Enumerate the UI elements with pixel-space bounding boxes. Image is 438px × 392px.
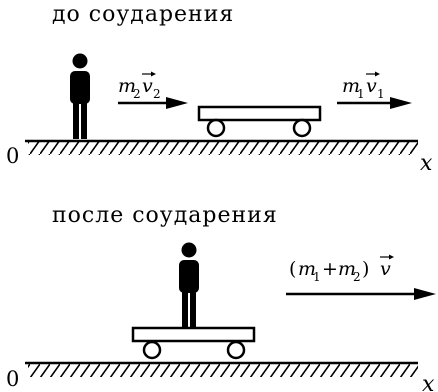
axis-x-label-before: x — [420, 151, 433, 176]
man-icon — [70, 53, 90, 139]
svg-text:m: m — [342, 75, 360, 97]
man-momentum-label: m 2 v 2 — [118, 71, 161, 101]
cart-after — [131, 326, 256, 360]
origin-label-before: 0 — [6, 144, 19, 168]
svg-text:2: 2 — [133, 87, 141, 101]
svg-text:2: 2 — [353, 270, 361, 284]
svg-text:): ) — [362, 258, 369, 280]
origin-label-after: 0 — [6, 367, 19, 391]
svg-text:v: v — [142, 75, 153, 97]
svg-text:1: 1 — [357, 87, 365, 101]
svg-text:+: + — [322, 258, 338, 280]
caption-before: до соударения — [52, 2, 235, 27]
caption-after: после соударения — [52, 203, 278, 228]
svg-text:m: m — [298, 258, 316, 280]
ground-after — [25, 361, 418, 377]
svg-text:v: v — [366, 75, 377, 97]
man-velocity-arrow — [118, 97, 188, 109]
svg-text:m: m — [338, 258, 356, 280]
svg-text:1: 1 — [377, 87, 385, 101]
cart-before — [197, 105, 322, 138]
combined-velocity-arrow — [286, 288, 436, 300]
combined-momentum-label: ( m 1 + m 2 ) v — [289, 254, 394, 284]
man-on-cart-icon — [179, 242, 199, 327]
svg-text:1: 1 — [313, 270, 321, 284]
svg-text:v: v — [380, 258, 391, 280]
svg-text:2: 2 — [153, 87, 161, 101]
axis-x-label-after: x — [422, 372, 435, 392]
cart-momentum-label: m 1 v 1 — [342, 71, 385, 101]
ground-before — [25, 139, 418, 155]
svg-text:(: ( — [289, 258, 296, 280]
svg-text:m: m — [118, 75, 136, 97]
cart-velocity-arrow — [337, 97, 412, 109]
